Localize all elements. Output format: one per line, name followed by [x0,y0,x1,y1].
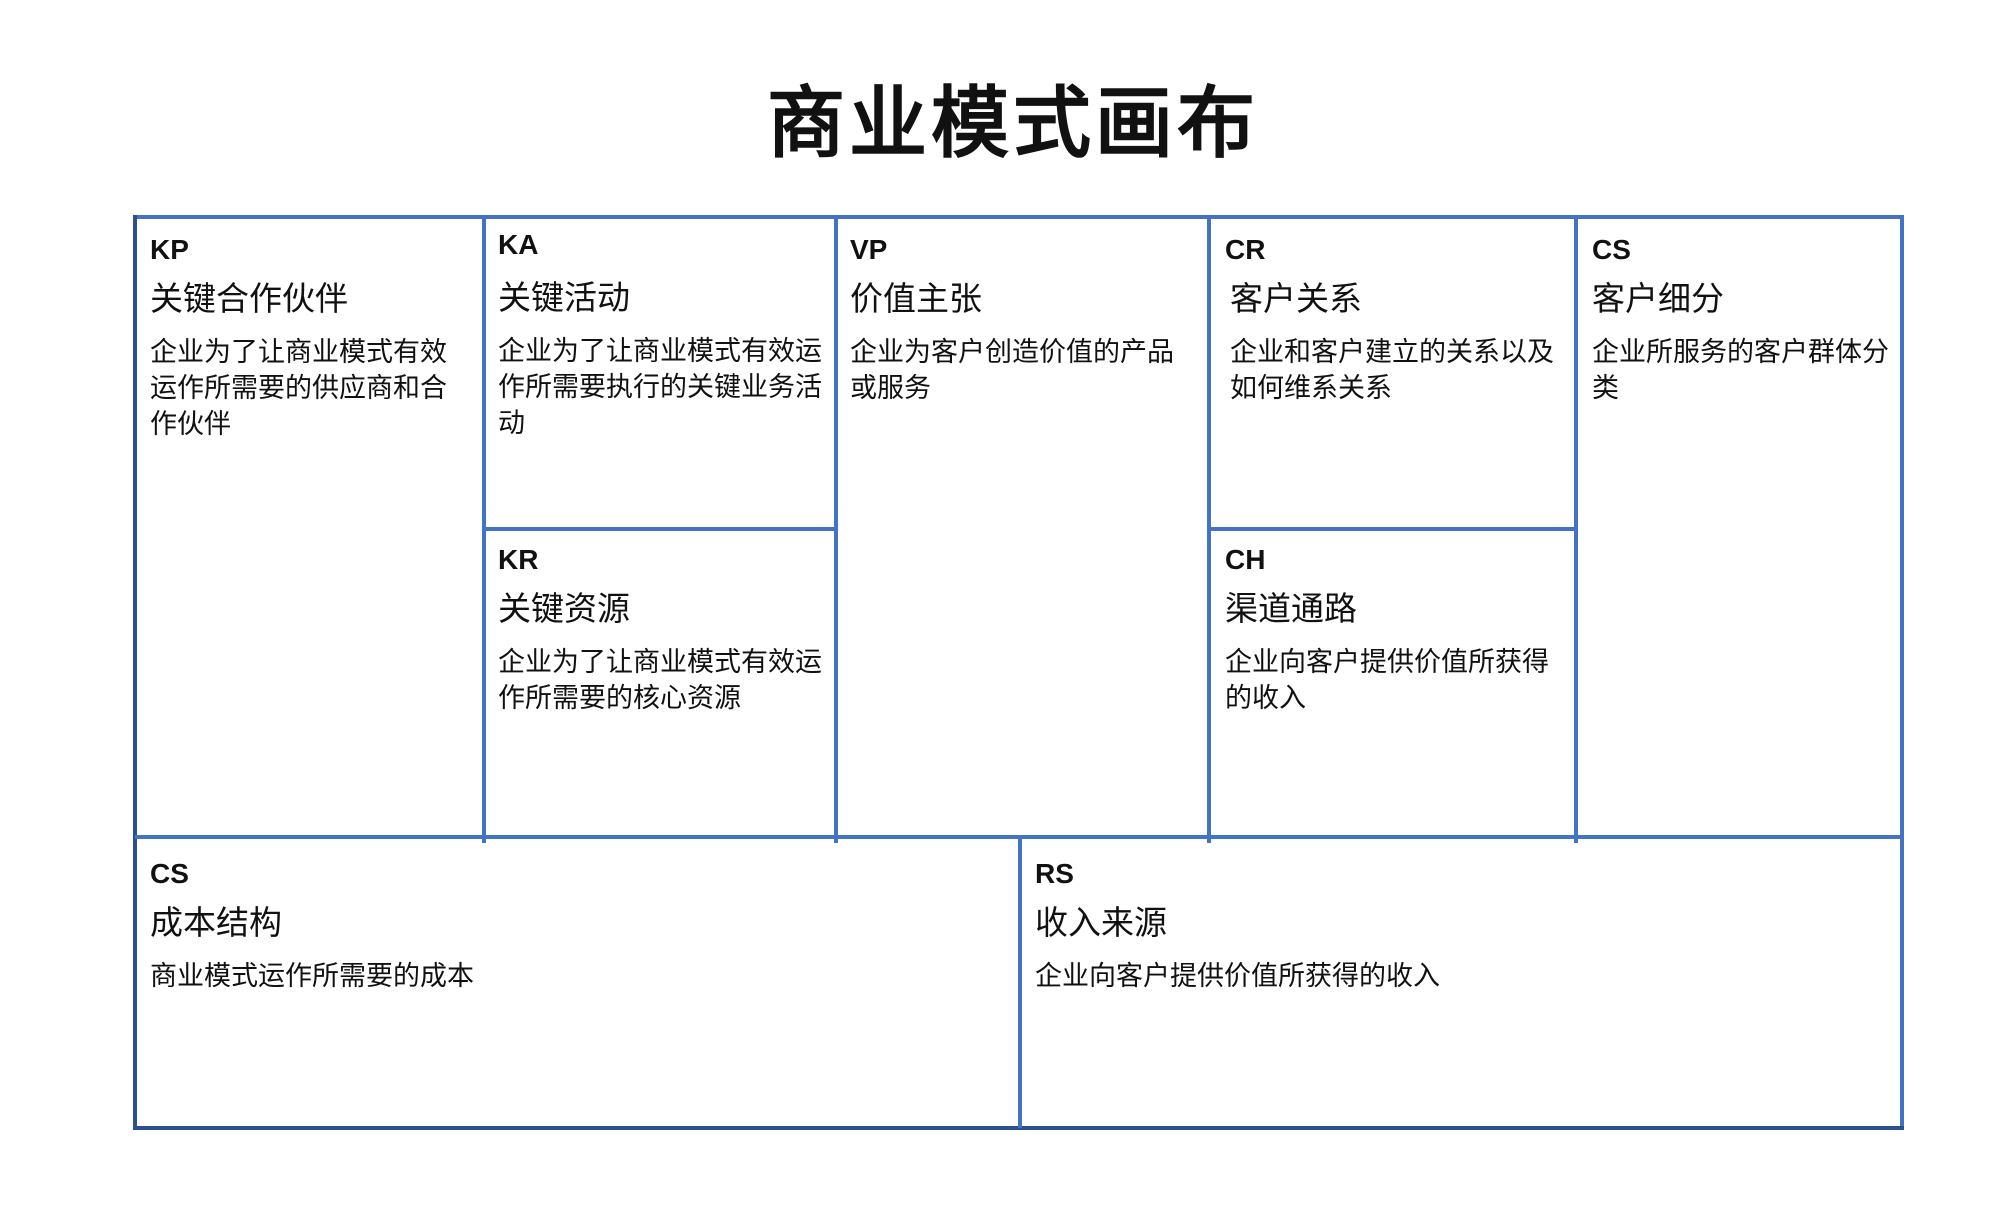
divider-cost-rs [1018,837,1022,1128]
block-description: 企业所服务的客户群体分类 [1592,337,1889,404]
block-description: 企业为了让商业模式有效运作所需要执行的关键业务活动 [498,336,822,439]
block-key-activities: KA 关键活动 企业为了让商业模式有效运作所需要执行的关键业务活动 [498,231,823,442]
divider-ka-vp [834,217,838,843]
block-code: CS [1592,234,1631,265]
block-code: RS [1035,858,1074,889]
block-description: 商业模式运作所需要的成本 [150,961,474,992]
block-customer-relationships: CR 客户关系 企业和客户建立的关系以及如何维系关系 [1225,236,1565,407]
block-code: CH [1225,544,1266,575]
block-title: 客户细分 [1592,279,1724,318]
block-code: KP [150,234,189,265]
block-key-partners: KP 关键合作伙伴 企业为了让商业模式有效运作所需要的供应商和合作伙伴 [150,236,470,443]
block-description: 企业为了让商业模式有效运作所需要的供应商和合作伙伴 [150,337,447,440]
block-title: 客户关系 [1230,279,1362,318]
block-code: CR [1225,234,1266,265]
block-revenue-streams: RS 收入来源 企业向客户提供价值所获得的收入 [1035,860,1885,995]
block-title: 关键资源 [498,589,630,628]
block-code: KA [498,229,539,260]
block-customer-segments: CS 客户细分 企业所服务的客户群体分类 [1592,236,1897,407]
block-title: 关键活动 [498,278,630,317]
block-channels: CH 渠道通路 企业向客户提供价值所获得的收入 [1225,546,1565,717]
block-code: CS [150,858,189,889]
block-cost-structure: CS 成本结构 商业模式运作所需要的成本 [150,860,1000,995]
divider-ka-kr [484,527,836,531]
block-description: 企业和客户建立的关系以及如何维系关系 [1230,337,1554,404]
divider-cr-cs [1574,217,1578,843]
block-code: KR [498,544,539,575]
block-value-propositions: VP 价值主张 企业为客户创造价值的产品或服务 [850,236,1195,407]
canvas-frame [133,215,1904,1130]
block-title: 价值主张 [850,279,982,318]
block-title: 成本结构 [150,903,282,942]
block-key-resources: KR 关键资源 企业为了让商业模式有效运作所需要的核心资源 [498,546,823,717]
block-description: 企业向客户提供价值所获得的收入 [1225,647,1549,714]
block-title: 渠道通路 [1225,589,1357,628]
block-description: 企业为客户创造价值的产品或服务 [850,337,1174,404]
divider-cr-ch [1209,527,1576,531]
block-description: 企业为了让商业模式有效运作所需要的核心资源 [498,647,822,714]
block-description: 企业向客户提供价值所获得的收入 [1035,961,1440,992]
block-code: VP [850,234,888,265]
block-title: 收入来源 [1035,903,1167,942]
page-title: 商业模式画布 [766,79,1259,169]
block-title: 关键合作伙伴 [150,279,348,318]
